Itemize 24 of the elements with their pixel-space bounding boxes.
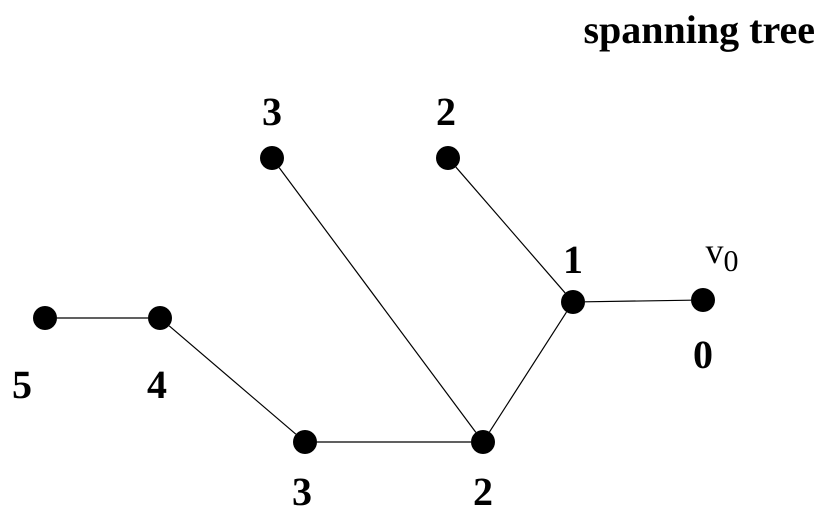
vertex-dot [33,306,57,330]
vertex-label: 2 [473,472,493,512]
vertex-label: 3 [292,472,312,512]
title: spanning tree [583,10,815,50]
vertex-label: 2 [436,92,456,132]
edge-line [584,300,692,302]
edge-line [317,441,471,443]
vertex-dot [691,288,715,312]
vertex-dot [561,290,585,314]
vertex-label: 0 [693,335,713,375]
edge-line [168,325,296,435]
edge-line [455,166,566,294]
vertex-dot [436,146,460,170]
vertex-label: 4 [147,365,167,405]
edge-line [57,317,148,319]
vertex-label: 3 [262,92,282,132]
vertex-label: 5 [12,365,32,405]
vertex-dot [471,430,495,454]
vertex-dot [293,430,317,454]
vertex-dot [148,306,172,330]
edge-line [278,167,476,433]
vertex-label: 1 [563,240,583,280]
vertex-name: v$_{0}$ [706,232,738,278]
vertex-dot [260,146,284,170]
